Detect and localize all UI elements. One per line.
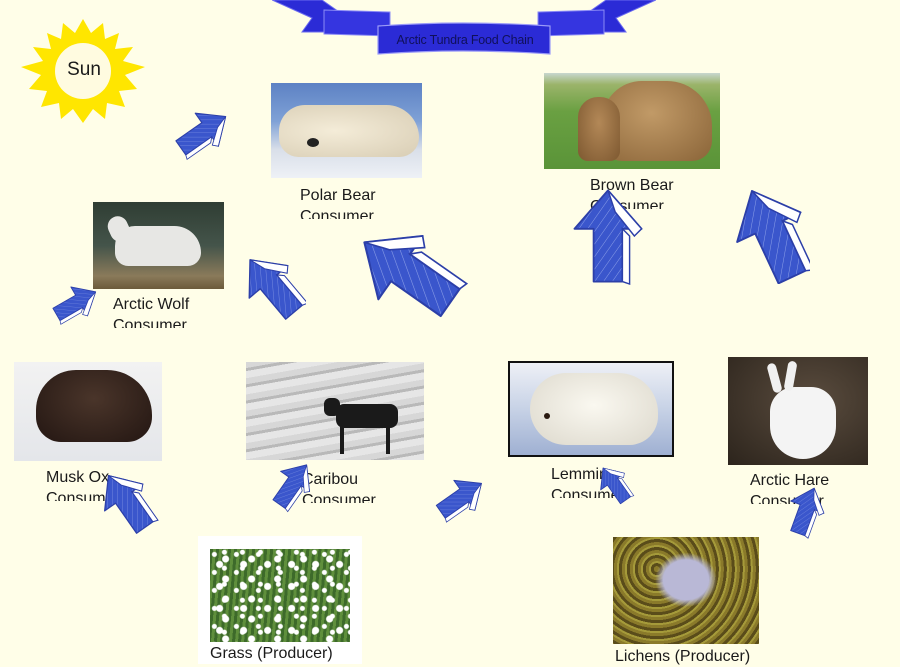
musk-ox-photo [14, 362, 162, 461]
musk-ox-label: Musk Ox Consumer [46, 467, 120, 501]
ribbon-icon [271, 0, 657, 55]
sun-icon [21, 19, 145, 123]
arctic-wolf-photo [93, 202, 224, 289]
lemming-photo [508, 361, 674, 457]
title-banner: Arctic Tundra Food Chain [271, 0, 657, 56]
polar-bear-photo [271, 83, 422, 178]
diagram-title: Arctic Tundra Food Chain [396, 33, 534, 47]
arctic-hare-photo [728, 357, 868, 465]
organism-role: Consumer [750, 493, 824, 504]
arrow-musk-ox-to-arctic-wolf [46, 280, 105, 330]
polar-bear-label: Polar Bear Consumer [300, 185, 376, 219]
caribou-label: Caribou Consumer [302, 469, 376, 503]
sun: Sun [10, 15, 156, 125]
arrow-grass-to-lemming [428, 472, 493, 528]
arrow-lichens-to-lemming [596, 462, 638, 508]
sun-label: Sun [67, 59, 101, 80]
arrow-sun-to-polar-bear [167, 104, 238, 166]
arrow-arctic-hare-to-brown-bear [734, 184, 810, 284]
brown-bear-label: Brown Bear Consumer [590, 175, 674, 209]
arrow-arctic-wolf-to-polar-bear [238, 250, 306, 322]
organism-role: Consumer [46, 490, 120, 501]
organism-role: Consumer [551, 487, 625, 498]
organism-name: Lemming [551, 466, 617, 483]
organism-name: Brown Bear [590, 177, 674, 194]
grass-photo [210, 549, 350, 642]
arctic-wolf-label: Arctic Wolf Consumer [113, 294, 189, 328]
organism-role: Consumer [113, 317, 187, 328]
organism-role: Consumer [300, 208, 374, 219]
arrow-caribou-to-brown-bear [573, 189, 643, 285]
arctic-hare-label: Arctic Hare Consumer [750, 470, 829, 504]
arrow-grass-to-musk-ox [100, 466, 162, 540]
brown-bear-photo [544, 73, 720, 169]
arrow-lemming-to-polar-bear [341, 220, 474, 325]
organism-name: Caribou [302, 471, 359, 488]
lichens-photo [613, 537, 759, 644]
lemming-label: Lemming Consumer [551, 464, 625, 498]
organism-name: Musk Ox [46, 469, 110, 486]
grass-label: Grass (Producer) [210, 645, 333, 662]
lichens-label: Lichens (Producer) [615, 648, 751, 665]
arrow-lichens-to-arctic-hare [782, 486, 832, 541]
organism-name: Polar Bear [300, 187, 376, 204]
organism-role: Consumer [590, 198, 664, 209]
organism-name: Arctic Wolf [113, 296, 190, 313]
organism-name: Arctic Hare [750, 472, 830, 489]
caribou-photo [246, 362, 424, 460]
arrow-grass-to-caribou [266, 460, 320, 516]
organism-role: Consumer [302, 492, 376, 503]
